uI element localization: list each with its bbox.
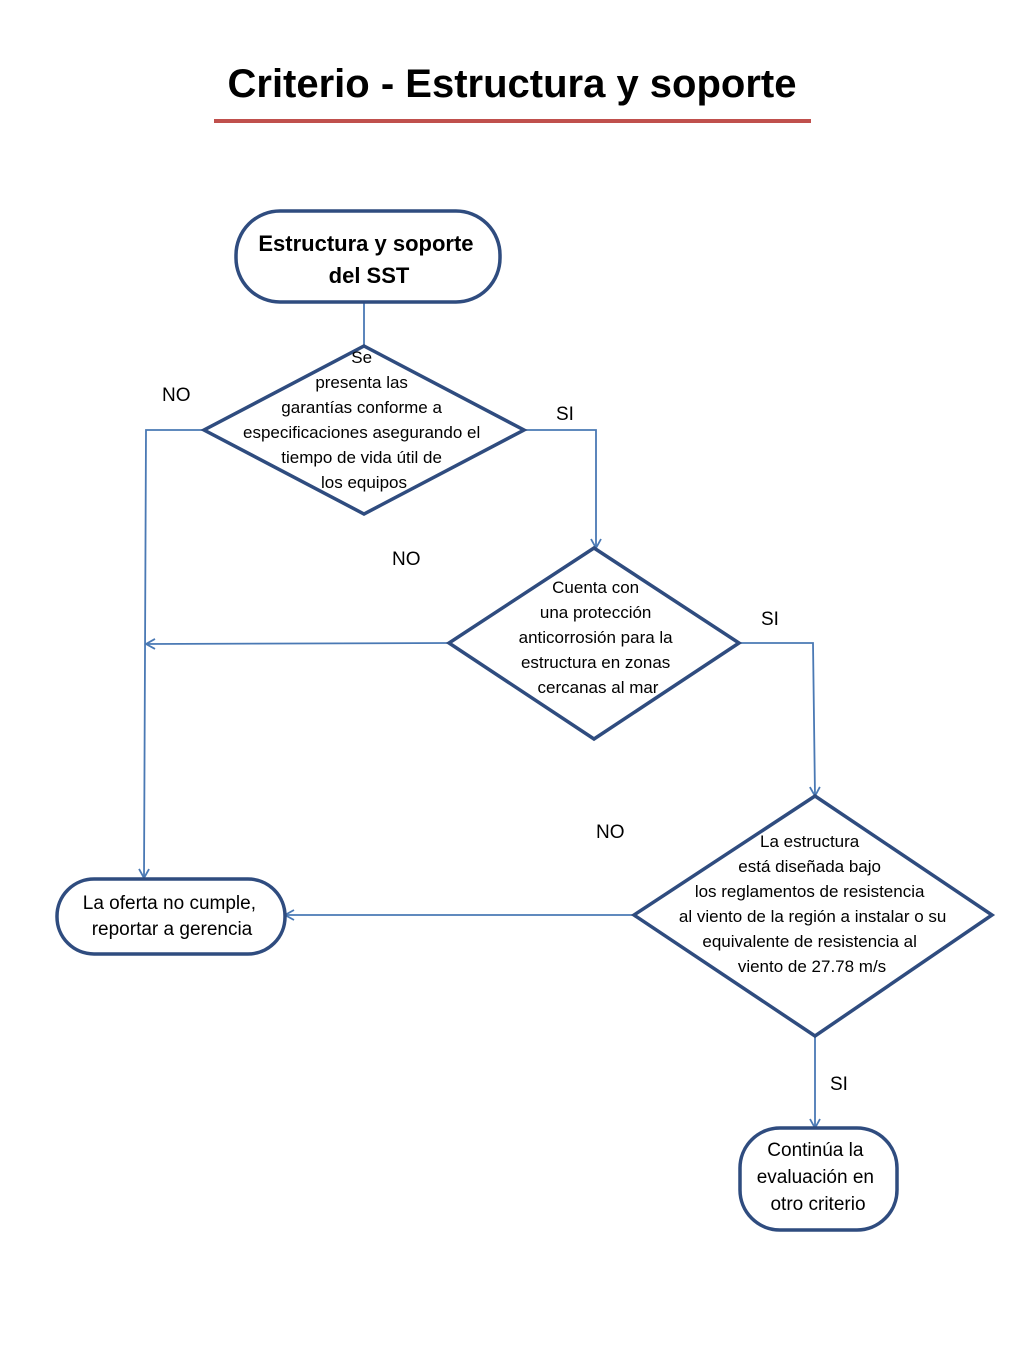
node-decision1: Se presenta las garantías conforme a esp…	[200, 344, 528, 516]
node-start-line: Estructura y soporte	[258, 231, 473, 256]
edge-label-decision2-si: SI	[761, 609, 779, 630]
node-decision2: Cuenta con una protección anticorrosión …	[445, 545, 743, 742]
node-decision2-line: anticorrosión para la	[519, 628, 674, 647]
node-start-shape	[234, 209, 502, 304]
node-start-text: Estructura y soporte del SST	[258, 231, 479, 288]
node-decision1-line: los equipos	[321, 473, 407, 492]
node-decision2-line: una protección	[540, 603, 652, 622]
node-reject-shape	[55, 877, 287, 956]
node-decision1-line: garantías conforme a	[281, 398, 442, 417]
connector-decision2-no	[144, 638, 450, 650]
node-reject: La oferta no cumple, reportar a gerencia	[55, 877, 287, 956]
node-decision3-line: al viento de la región a instalar o su	[679, 907, 946, 926]
node-start: Estructura y soporte del SST	[234, 209, 502, 304]
edge-label-decision3-no: NO	[596, 822, 625, 843]
edge-label-decision3-si: SI	[830, 1074, 848, 1095]
node-decision3-shape	[630, 793, 996, 1039]
edge-label-decision1-si: SI	[556, 404, 574, 425]
node-continue-line: evaluación en	[757, 1167, 874, 1188]
page-title: Criterio - Estructura y soporte	[227, 62, 797, 106]
node-decision1-text: Se presenta las garantías conforme a esp…	[243, 348, 485, 492]
edge-label-decision2-no: NO	[392, 549, 421, 570]
connector-decision1-si	[524, 429, 602, 550]
node-continue-line: otro criterio	[770, 1194, 865, 1215]
node-reject-text: La oferta no cumple, reportar a gerencia	[83, 893, 262, 940]
node-decision3-text: La estructura está diseñada bajo los reg…	[679, 832, 951, 976]
connectors	[138, 302, 821, 1130]
connector-decision2-si	[739, 642, 821, 798]
node-continue-line: Continúa la	[767, 1140, 864, 1161]
edge-label-decision1-no: NO	[162, 385, 191, 406]
node-decision1-line: presenta las	[315, 373, 408, 392]
node-decision2-shape	[445, 545, 743, 742]
node-decision2-line: estructura en zonas	[521, 653, 670, 672]
node-decision3: La estructura está diseñada bajo los reg…	[630, 793, 996, 1039]
node-decision3-line: los reglamentos de resistencia	[695, 882, 925, 901]
node-reject-line: La oferta no cumple,	[83, 893, 256, 914]
node-decision2-line: cercanas al mar	[538, 678, 659, 697]
node-decision2-line: Cuenta con	[552, 578, 639, 597]
node-decision2-text: Cuenta con una protección anticorrosión …	[519, 578, 678, 697]
node-continue: Continúa la evaluación en otro criterio	[738, 1126, 899, 1232]
node-decision3-line: viento de 27.78 m/s	[738, 957, 886, 976]
node-decision1-line: tiempo de vida útil de	[281, 448, 442, 467]
node-start-line: del SST	[329, 263, 410, 288]
connector-decision1-no	[138, 429, 204, 880]
node-continue-shape	[738, 1126, 899, 1232]
node-decision3-line: está diseñada bajo	[738, 857, 881, 876]
node-decision3-line: equivalente de resistencia al	[702, 932, 917, 951]
node-decision1-line: Se	[351, 348, 372, 367]
node-decision1-shape	[200, 344, 528, 516]
title-underline	[214, 119, 811, 123]
node-decision1-line: especificaciones asegurando el	[243, 423, 480, 442]
node-reject-line: reportar a gerencia	[92, 919, 253, 940]
node-continue-text: Continúa la evaluación en otro criterio	[757, 1140, 880, 1215]
node-decision3-line: La estructura	[760, 832, 860, 851]
